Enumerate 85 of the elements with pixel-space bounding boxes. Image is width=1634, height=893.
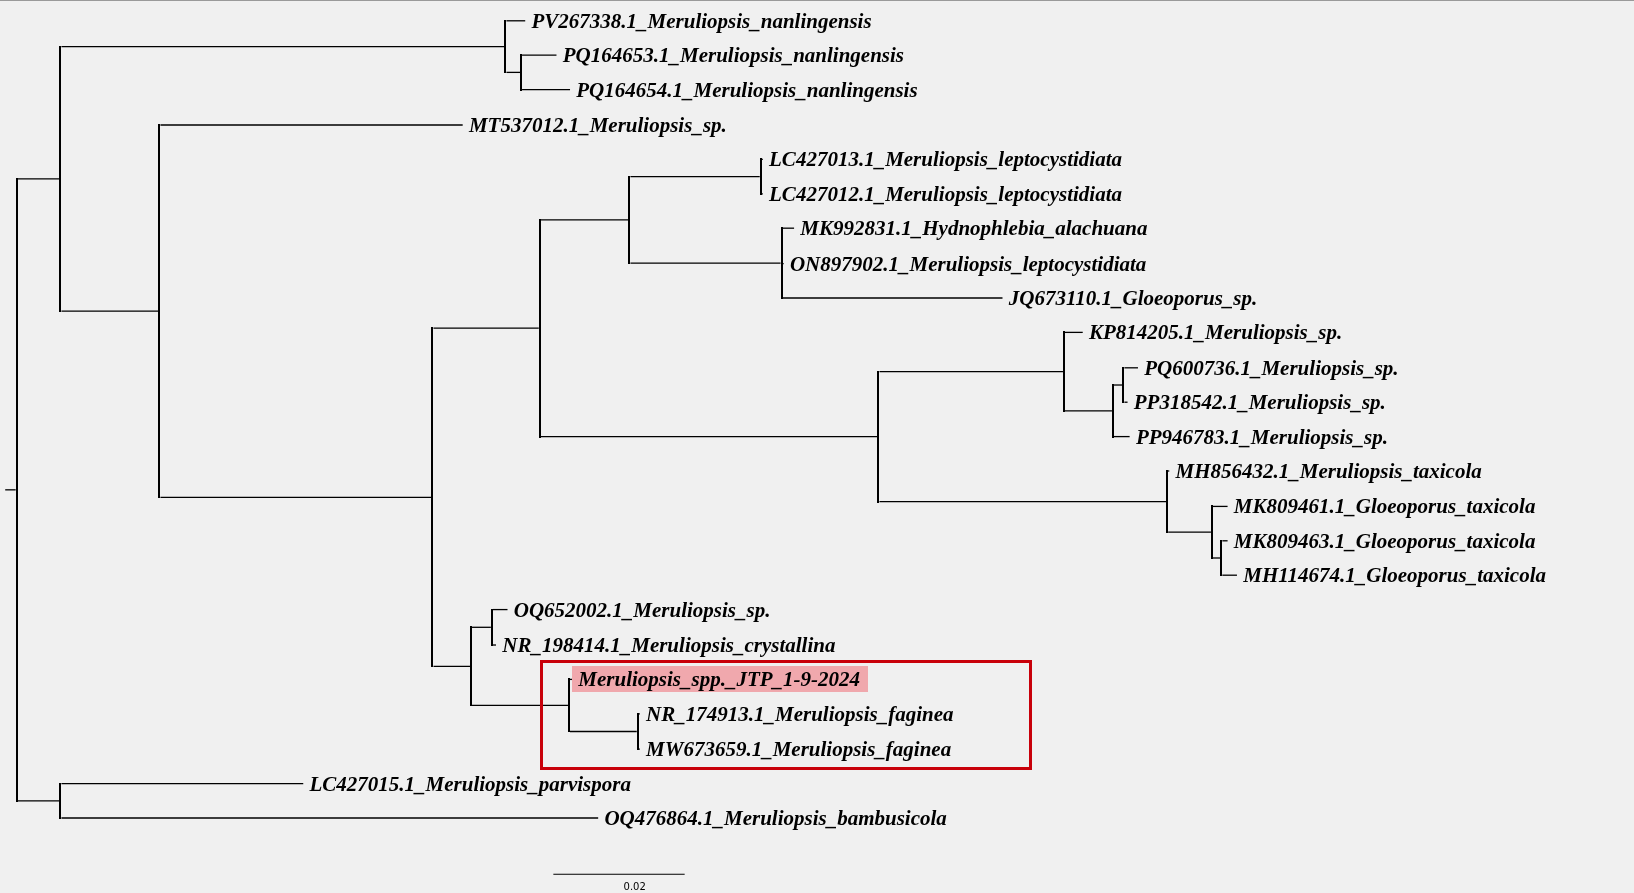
- taxon-label: KP814205.1_Meruliopsis_sp.: [1082, 319, 1343, 346]
- taxon-label: MH114674.1_Gloeoporus_taxicola: [1236, 562, 1546, 589]
- branch-line: [1167, 470, 1170, 472]
- branch-line: [1113, 384, 1124, 386]
- taxon-label: NR_174913.1_Meruliopsis_faginea: [639, 700, 954, 727]
- taxon-label: PQ164653.1_Meruliopsis_nanlingensis: [556, 42, 905, 69]
- branch-line: [1167, 531, 1212, 533]
- taxon-label: NR_198414.1_Meruliopsis_crystallina: [496, 632, 836, 658]
- branch-line: [569, 730, 638, 733]
- taxon-label: Meruliopsis_spp._JTP_1-9-2024: [572, 666, 869, 693]
- branch-line: [60, 310, 160, 312]
- branch-line: [17, 178, 61, 180]
- tree-node-bar: [15, 177, 18, 802]
- tree-node-bar: [1220, 539, 1223, 577]
- tree-node-bar: [504, 19, 507, 74]
- branch-line: [432, 327, 540, 329]
- taxon-label: MK809461.1_Gloeoporus_taxicola: [1227, 493, 1536, 520]
- branch-line: [521, 88, 571, 91]
- branch-line: [1123, 401, 1129, 403]
- tree-node-bar: [158, 124, 161, 499]
- tree-node-bar: [1166, 469, 1169, 534]
- tree-node-bar: [431, 327, 434, 668]
- branch-line: [761, 193, 764, 195]
- branch-line: [638, 713, 641, 715]
- tree-node-bar: [1062, 331, 1065, 412]
- tree-node-bar: [59, 45, 62, 313]
- tree-node-bar: [628, 175, 631, 265]
- branch-line: [159, 496, 433, 498]
- branch-line: [1221, 540, 1229, 542]
- tree-node-bar: [1111, 384, 1114, 438]
- branch-line: [505, 20, 526, 22]
- taxon-label: LC427015.1_Meruliopsis_parvispora: [303, 770, 631, 797]
- taxon-label: MK992831.1_Hydnophlebia_alachuana: [794, 215, 1148, 242]
- branch-line: [781, 262, 785, 265]
- taxon-label: PQ600736.1_Meruliopsis_sp.: [1137, 354, 1399, 381]
- taxon-label: MH856432.1_Meruliopsis_taxicola: [1169, 457, 1482, 484]
- taxon-label: OQ652002.1_Meruliopsis_sp.: [507, 596, 771, 623]
- branch-line: [159, 124, 464, 126]
- tree-node-bar: [538, 218, 541, 438]
- tree-node-bar: [59, 782, 62, 819]
- branch-line: [781, 297, 1004, 299]
- branch-line: [521, 54, 558, 56]
- branch-line: [1212, 557, 1221, 559]
- branch-line: [569, 678, 573, 681]
- branch-line: [60, 782, 304, 785]
- branch-line: [60, 45, 506, 48]
- branch-line: [540, 435, 879, 438]
- taxon-label: MT537012.1_Meruliopsis_sp.: [462, 112, 727, 138]
- branch-line: [471, 704, 569, 707]
- taxon-label: LC427013.1_Meruliopsis_leptocystidiata: [762, 146, 1122, 173]
- tree-node-bar: [780, 227, 783, 299]
- taxon-label: PV267338.1_Meruliopsis_nanlingensis: [525, 7, 872, 34]
- taxon-label: MW673659.1_Meruliopsis_faginea: [639, 736, 952, 763]
- tree-node-bar: [636, 712, 639, 751]
- tree-node-bar: [1122, 366, 1125, 404]
- taxon-label: PP318542.1_Meruliopsis_sp.: [1127, 389, 1386, 416]
- taxon-label: OQ476864.1_Meruliopsis_bambusicola: [598, 805, 947, 831]
- branch-line: [540, 219, 630, 221]
- branch-line: [878, 500, 1167, 503]
- taxon-label: MK809463.1_Gloeoporus_taxicola: [1227, 527, 1536, 554]
- tree-node-bar: [877, 370, 880, 503]
- highlight-frame: [539, 659, 1032, 771]
- branch-line: [432, 665, 471, 668]
- branch-line: [629, 175, 761, 178]
- branch-line: [4, 489, 17, 491]
- branch-line: [60, 817, 599, 819]
- tree-node-bar: [759, 158, 762, 195]
- taxon-label: JQ673110.1_Gloeoporus_sp.: [1002, 285, 1258, 311]
- tree-node-bar: [490, 608, 493, 646]
- branch-line: [17, 800, 61, 802]
- taxon-label: ON897902.1_Meruliopsis_leptocystidiata: [783, 250, 1147, 277]
- tree-node-bar: [1210, 505, 1213, 559]
- taxon-label: LC427012.1_Meruliopsis_leptocystidiata: [762, 180, 1122, 207]
- branch-line: [878, 370, 1064, 373]
- branch-line: [761, 158, 764, 161]
- branch-line: [471, 626, 492, 628]
- tree-node-bar: [567, 678, 570, 733]
- taxon-label: PQ164654.1_Meruliopsis_nanlingensis: [570, 76, 918, 103]
- scale-label: 0.02: [623, 880, 646, 893]
- branch-line: [629, 262, 782, 264]
- branch-line: [492, 644, 497, 646]
- branch-line: [638, 748, 641, 750]
- branch-line: [1064, 410, 1113, 412]
- tree-node-bar: [520, 54, 523, 91]
- taxon-label: PP946783.1_Meruliopsis_sp.: [1129, 423, 1388, 450]
